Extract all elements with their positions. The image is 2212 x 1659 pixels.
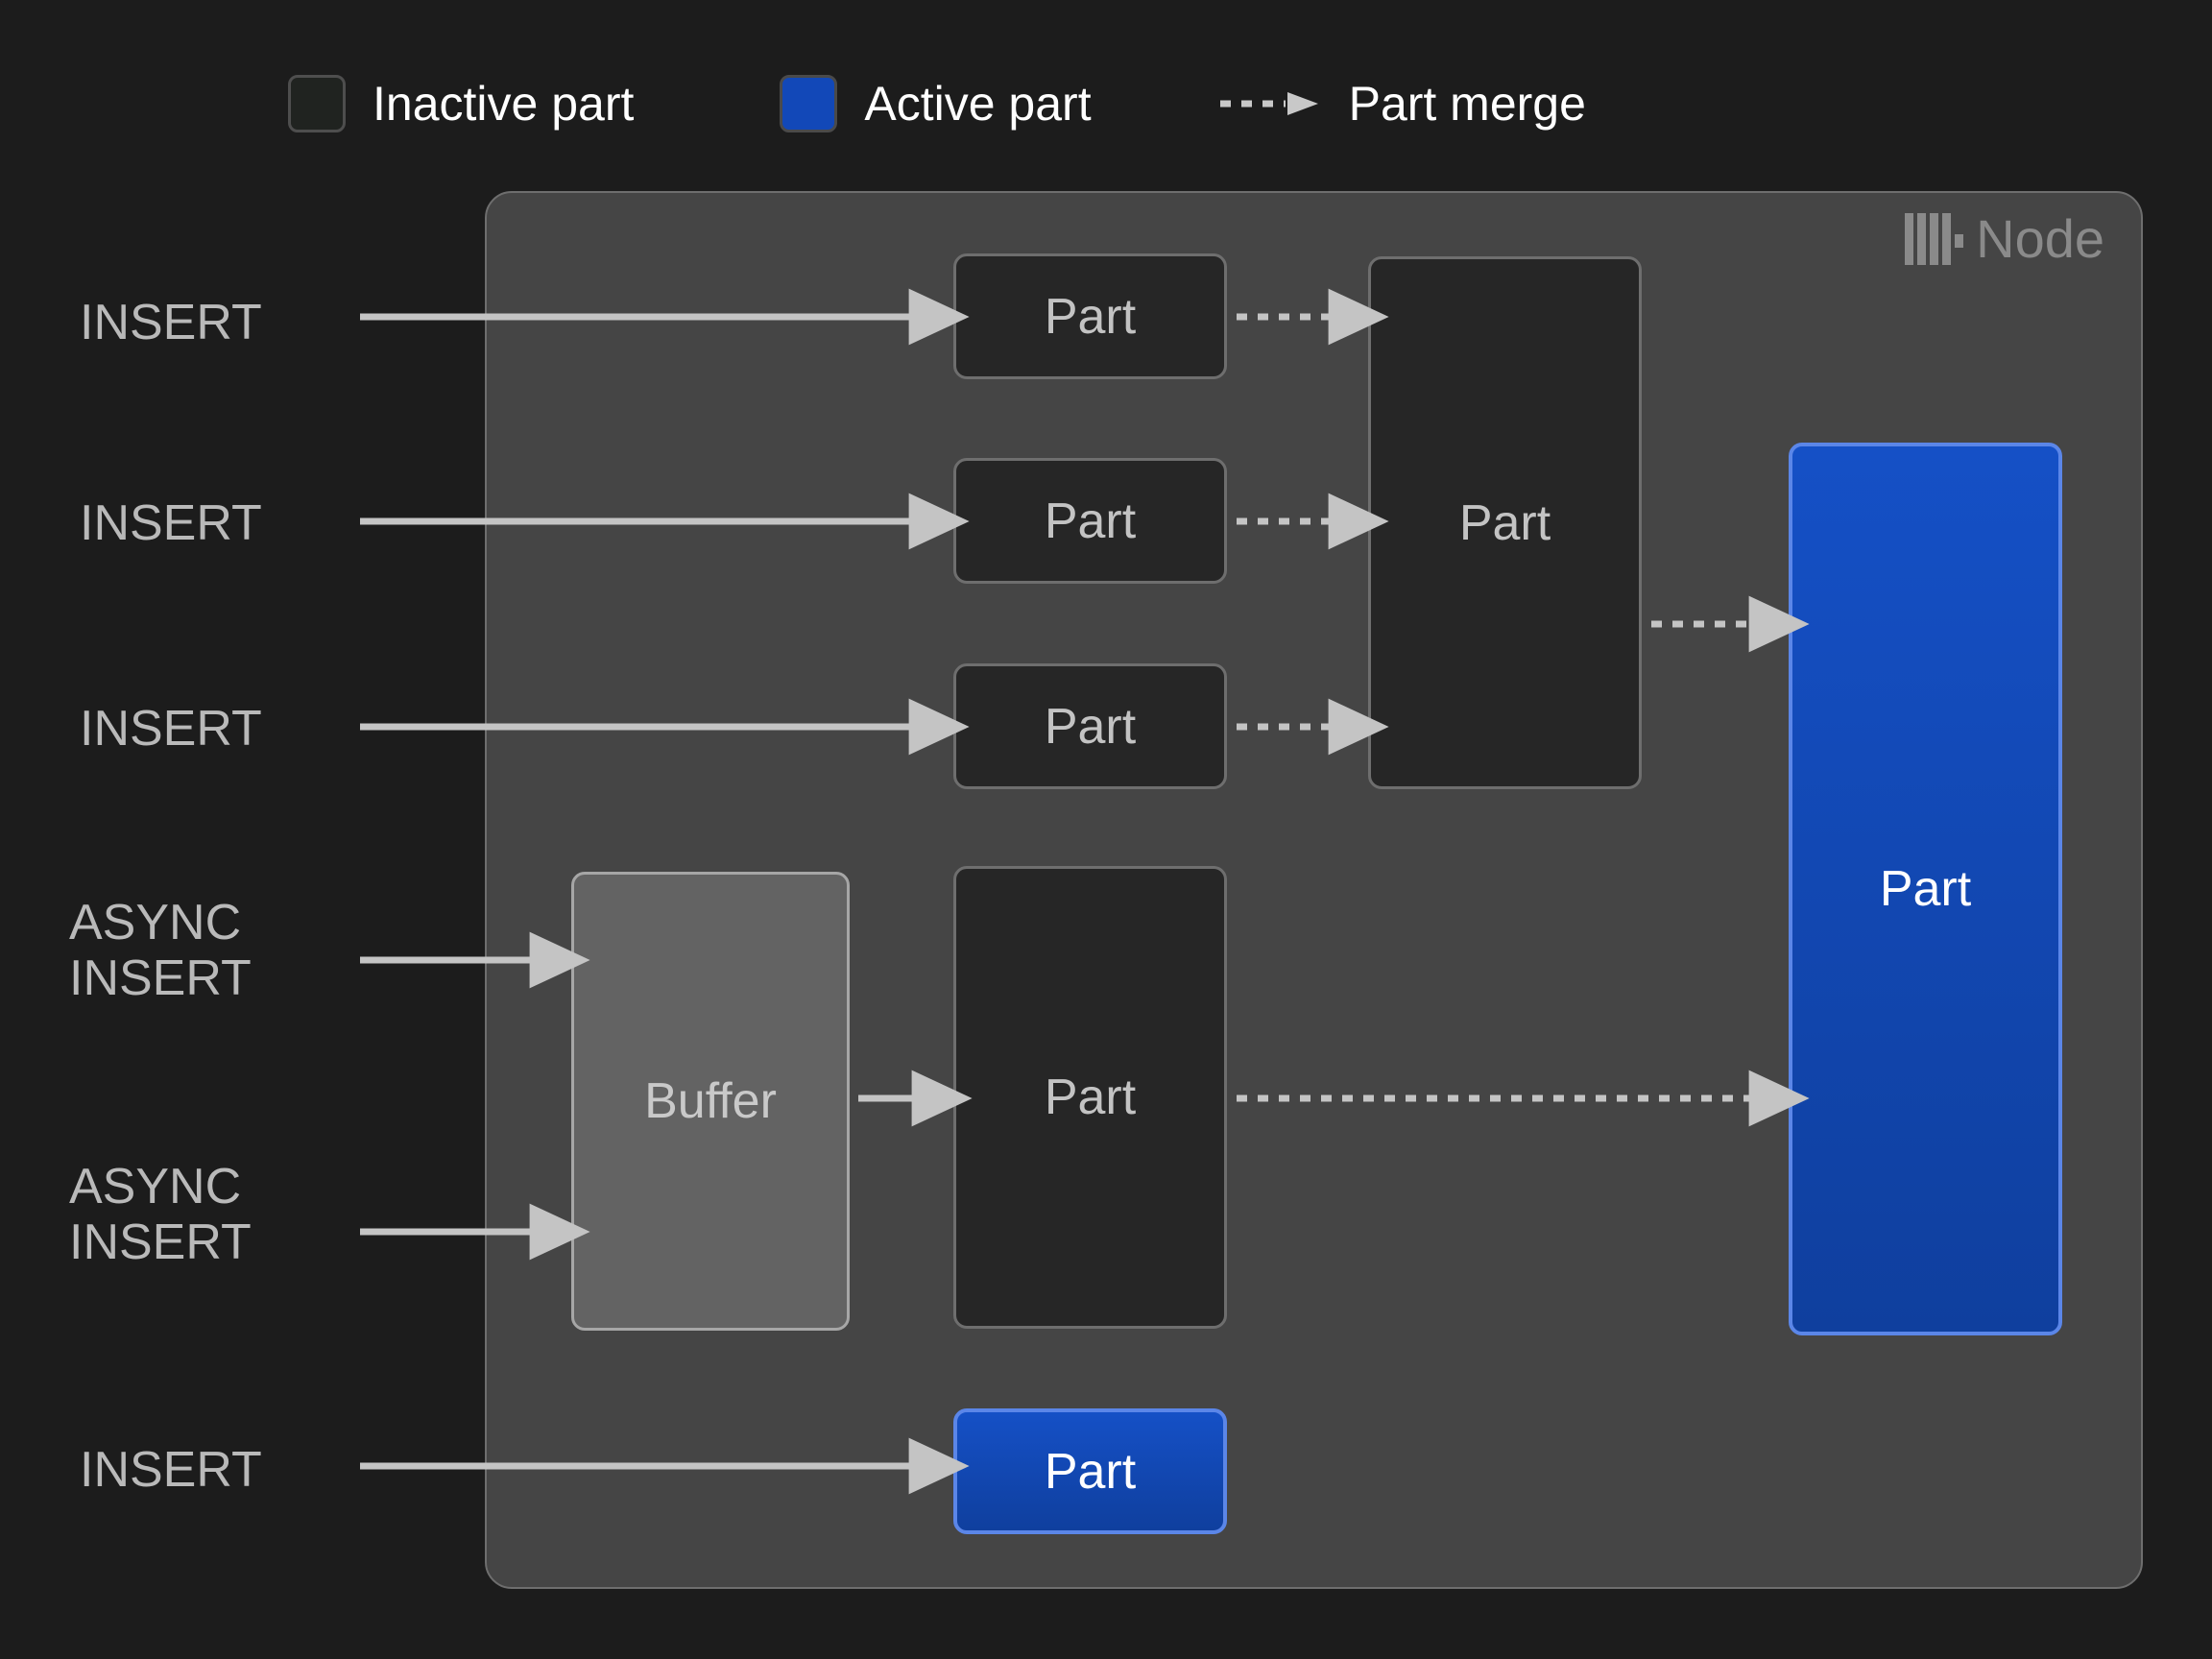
source-label-insert-2: INSERT xyxy=(80,495,262,551)
legend-label-active-part: Active part xyxy=(864,76,1092,131)
dashed-arrow-icon xyxy=(1218,91,1322,116)
part-box-final-active[interactable]: Part xyxy=(1789,443,2062,1335)
inactive-part-swatch-icon xyxy=(288,74,346,132)
part-box-small-1[interactable]: Part xyxy=(953,253,1227,379)
source-label-insert-4: INSERT xyxy=(80,1442,262,1498)
part-box-small-3[interactable]: Part xyxy=(953,663,1227,789)
buffer-box[interactable]: Buffer xyxy=(571,872,850,1331)
clickhouse-logo-icon xyxy=(1905,213,1964,265)
source-label-insert-3: INSERT xyxy=(80,701,262,757)
part-box-bottom-active[interactable]: Part xyxy=(953,1408,1227,1534)
node-label: Node xyxy=(1976,208,2104,269)
legend: Inactive part Active part Part merge xyxy=(288,53,1978,154)
legend-item-inactive-part: Inactive part xyxy=(288,74,635,132)
source-label-async-insert-1: ASYNC INSERT xyxy=(69,895,252,1007)
node-badge: Node xyxy=(1905,212,2104,266)
active-part-swatch-icon xyxy=(780,74,838,132)
legend-label-part-merge: Part merge xyxy=(1348,76,1586,131)
legend-item-part-merge: Part merge xyxy=(1218,80,1586,128)
part-box-small-2[interactable]: Part xyxy=(953,458,1227,584)
source-label-async-insert-2: ASYNC INSERT xyxy=(69,1159,252,1271)
source-label-insert-1: INSERT xyxy=(80,295,262,350)
legend-item-active-part: Active part xyxy=(780,74,1092,132)
legend-label-inactive-part: Inactive part xyxy=(373,76,635,131)
part-box-merged-mid[interactable]: Part xyxy=(1368,256,1642,789)
part-box-from-buffer[interactable]: Part xyxy=(953,866,1227,1329)
